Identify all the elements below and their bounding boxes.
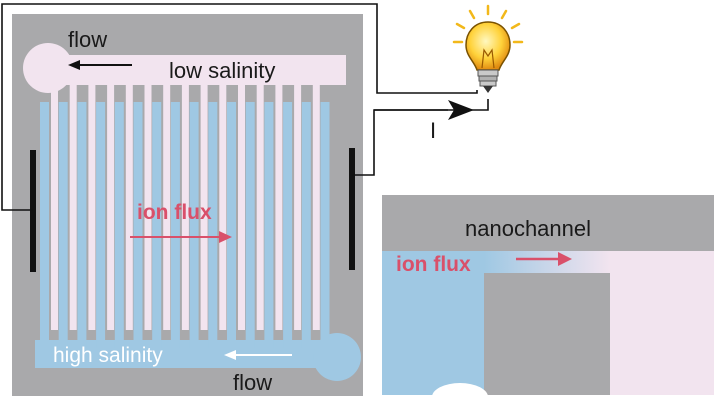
ion-flux-arrow-inset — [516, 252, 572, 266]
ion-flux-label-inset: ion flux — [396, 253, 471, 276]
low-salinity-finger — [144, 78, 152, 330]
right-electrode — [349, 148, 355, 270]
wire-left — [1, 3, 478, 211]
low-salinity-finger — [238, 78, 245, 330]
flow-label-bottom: flow — [233, 370, 272, 395]
high-salinity-finger — [283, 102, 293, 348]
high-salinity-finger — [58, 102, 68, 348]
flow-arrow-top — [68, 60, 132, 70]
low-salinity-finger — [200, 78, 208, 330]
high-salinity-label: high salinity — [53, 344, 163, 367]
inset-channel-gradient — [484, 251, 610, 273]
nanochannel-label: nanochannel — [465, 216, 591, 241]
high-salinity-finger — [227, 102, 236, 348]
low-salinity-inlet — [23, 43, 73, 93]
membrane-device: flow low salinity ion flux high salinity… — [12, 14, 363, 396]
high-salinity-finger — [114, 102, 124, 348]
current-arrow — [374, 100, 474, 120]
low-salinity-finger — [312, 78, 320, 330]
left-electrode — [30, 150, 36, 272]
low-salinity-finger — [69, 78, 77, 330]
inset-high-salinity-region — [382, 251, 484, 395]
high-salinity-finger — [133, 102, 143, 348]
current-label: I — [430, 118, 436, 143]
low-salinity-finger — [294, 78, 302, 330]
ion-flux-arrow-main — [130, 231, 232, 243]
high-salinity-finger — [301, 102, 311, 348]
low-salinity-finger — [88, 78, 96, 330]
flow-label-top: flow — [68, 27, 107, 52]
lightbulb-icon — [452, 4, 524, 93]
low-salinity-finger — [163, 78, 171, 330]
low-salinity-finger — [51, 78, 58, 330]
low-salinity-fingers — [51, 78, 320, 330]
high-salinity-finger — [264, 102, 274, 348]
inset-bottom-wall — [484, 273, 610, 395]
high-salinity-finger — [77, 102, 87, 348]
ion-flux-label-main: ion flux — [137, 201, 212, 224]
high-salinity-finger — [152, 102, 162, 348]
high-salinity-finger — [320, 102, 330, 348]
high-salinity-finger — [96, 102, 106, 348]
nanochannel-inset: nanochannel ion flux — [382, 195, 714, 405]
high-salinity-finger — [208, 102, 218, 348]
flow-arrow-bottom — [224, 350, 292, 360]
high-salinity-finger — [40, 102, 49, 348]
low-salinity-finger — [181, 78, 189, 330]
low-salinity-finger — [275, 78, 283, 330]
low-salinity-label: low salinity — [169, 58, 275, 83]
low-salinity-finger — [107, 78, 115, 330]
low-salinity-finger — [219, 78, 227, 330]
high-salinity-finger — [245, 102, 255, 348]
high-salinity-finger — [189, 102, 199, 348]
inset-top-wall — [382, 195, 714, 251]
high-salinity-finger — [170, 102, 180, 348]
inset-low-salinity-region — [610, 251, 714, 395]
low-salinity-finger — [256, 78, 264, 330]
low-salinity-finger — [125, 78, 133, 330]
high-salinity-fingers — [40, 102, 330, 348]
high-salinity-outlet — [313, 333, 361, 381]
